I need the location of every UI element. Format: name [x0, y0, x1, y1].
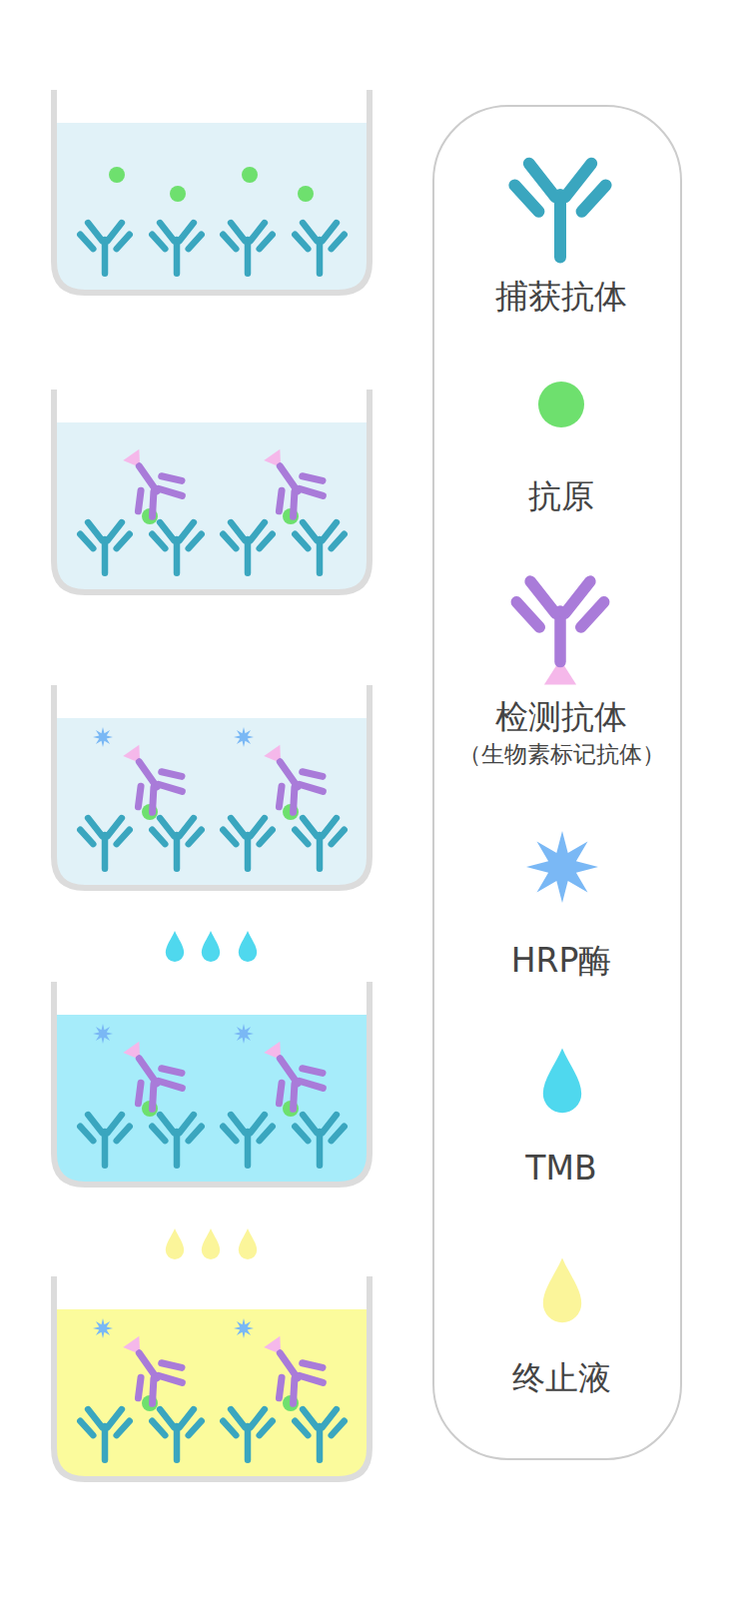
legend-label: 终止液: [512, 1358, 612, 1399]
legend-label: HRP酶: [511, 940, 613, 981]
detection-antibody-icon: [516, 581, 604, 686]
well: [53, 89, 370, 293]
legend-sublabel: （生物素标记抗体）: [458, 741, 666, 769]
well: [53, 389, 370, 593]
hrp-icon: [526, 830, 599, 903]
antigen-icon: [538, 381, 585, 428]
legend-label: 捕获抗体: [495, 276, 628, 317]
well: [53, 1276, 370, 1480]
well: [53, 981, 370, 1185]
legend-panel: [433, 105, 682, 1460]
stop-solution-icon: [543, 1257, 582, 1323]
tmb-icon: [543, 1047, 582, 1113]
legend-label: 检测抗体: [495, 697, 628, 738]
legend-label: TMB: [525, 1148, 597, 1189]
capture-antibody-icon: [514, 163, 606, 258]
well: [53, 685, 370, 888]
legend-label: 抗原: [528, 476, 595, 517]
